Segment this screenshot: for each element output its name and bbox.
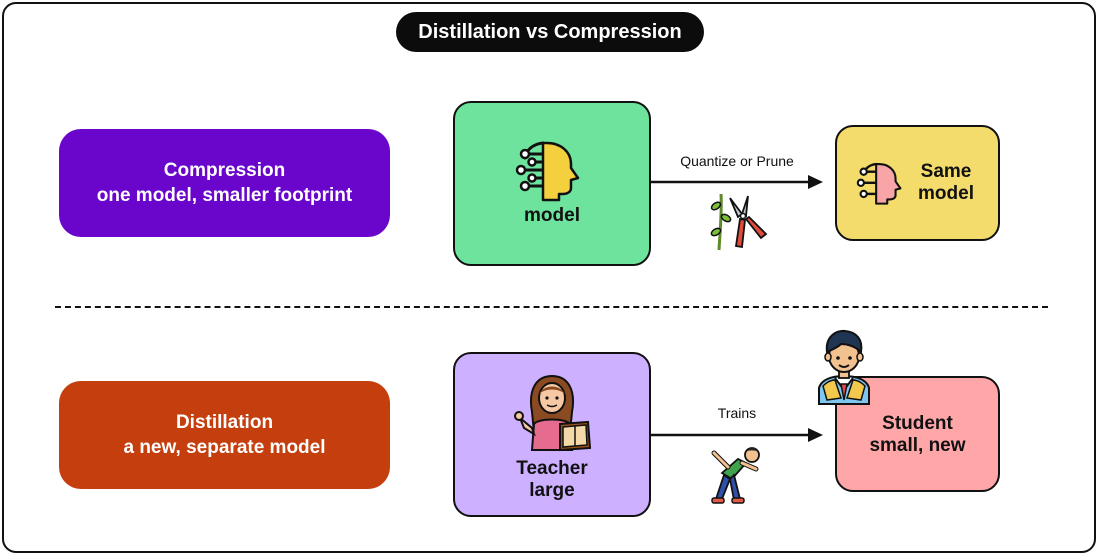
quantize-arrow — [651, 175, 823, 189]
distillation-label-title: Distillation — [175, 412, 274, 433]
ai-head-icon — [515, 141, 580, 202]
distillation-label: Distillation a new, separate model — [59, 381, 390, 489]
pruning-shears-icon — [710, 193, 768, 251]
section-divider — [55, 306, 1048, 308]
same-model-node — [835, 125, 1000, 241]
teacher-icon — [514, 374, 592, 452]
ai-head-icon — [856, 162, 902, 205]
compression-label-subtitle: one model, smaller footprint — [96, 185, 353, 206]
same-model-line2: model — [918, 183, 974, 204]
distillation-label-subtitle: a new, separate model — [123, 437, 326, 458]
quantize-or-prune-label: Quantize or Prune — [680, 153, 794, 169]
compression-label-title: Compression — [163, 160, 286, 181]
teacher-line2: large — [529, 480, 575, 501]
same-model-line1: Same — [920, 161, 972, 182]
teacher-label: Teacher large — [453, 458, 651, 502]
trains-label: Trains — [717, 405, 757, 421]
same-model-label: Same model — [906, 161, 986, 205]
model-node-label: model — [524, 205, 580, 226]
student-line2: small, new — [869, 435, 966, 456]
student-icon — [818, 329, 870, 405]
trains-arrow — [651, 428, 823, 442]
student-node — [835, 376, 1000, 492]
diagram-title: Distillation vs Compression — [396, 12, 704, 52]
student-label: Student small, new — [835, 413, 1000, 457]
compression-label: Compression one model, smaller footprint — [59, 129, 390, 237]
student-line1: Student — [882, 413, 953, 434]
teacher-line1: Teacher — [516, 458, 588, 479]
stretching-person-icon — [711, 447, 760, 504]
